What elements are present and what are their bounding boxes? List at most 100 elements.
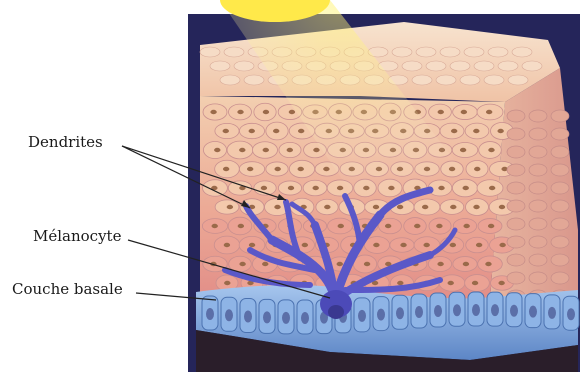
keratinocyte-nucleus bbox=[247, 167, 253, 171]
surface-cell bbox=[440, 47, 460, 57]
side-cell bbox=[551, 218, 569, 230]
surface-cell bbox=[508, 75, 528, 85]
side-cell bbox=[529, 128, 547, 140]
side-cell bbox=[551, 128, 569, 140]
basal-nucleus bbox=[301, 312, 309, 324]
keratinocyte-nucleus bbox=[261, 186, 267, 190]
keratinocyte-nucleus bbox=[212, 224, 218, 228]
keratinocyte-nucleus bbox=[210, 110, 216, 114]
keratinocyte-nucleus bbox=[488, 224, 494, 228]
keratinocyte-nucleus bbox=[400, 243, 406, 247]
surface-cell bbox=[244, 75, 264, 85]
surface-cell bbox=[512, 47, 532, 57]
keratinocyte-nucleus bbox=[263, 148, 269, 152]
keratinocyte-nucleus bbox=[489, 186, 495, 190]
surface-cell bbox=[484, 75, 504, 85]
basal-nucleus bbox=[206, 308, 214, 320]
side-cell bbox=[507, 218, 525, 230]
keratinocyte-nucleus bbox=[438, 110, 444, 114]
keratinocyte-nucleus bbox=[498, 281, 504, 285]
side-cell bbox=[507, 236, 525, 248]
keratinocyte-nucleus bbox=[463, 186, 469, 190]
keratinocyte-nucleus bbox=[227, 205, 233, 209]
label-couche-basale: Couche basale bbox=[12, 280, 123, 298]
basal-nucleus bbox=[472, 304, 480, 316]
side-cell bbox=[551, 164, 569, 176]
keratinocyte-nucleus bbox=[249, 243, 255, 247]
surface-cell bbox=[498, 61, 518, 71]
keratinocyte-nucleus bbox=[474, 167, 480, 171]
keratinocyte-nucleus bbox=[423, 243, 429, 247]
keratinocyte-nucleus bbox=[237, 110, 243, 114]
keratinocyte-nucleus bbox=[473, 205, 479, 209]
surface-cell bbox=[234, 61, 254, 71]
surface-cell bbox=[416, 47, 436, 57]
keratinocyte-nucleus bbox=[472, 281, 478, 285]
label-melanocyte: Mélanocyte bbox=[33, 227, 121, 245]
keratinocyte-nucleus bbox=[274, 167, 280, 171]
side-cell bbox=[529, 110, 547, 122]
keratinocyte-nucleus bbox=[414, 224, 420, 228]
keratinocyte-nucleus bbox=[287, 148, 293, 152]
surface-cell bbox=[426, 61, 446, 71]
keratinocyte-nucleus bbox=[223, 129, 229, 133]
keratinocyte-nucleus bbox=[224, 281, 230, 285]
keratinocyte-nucleus bbox=[337, 186, 343, 190]
keratinocyte-nucleus bbox=[463, 224, 469, 228]
keratinocyte-nucleus bbox=[463, 262, 469, 266]
keratinocyte-nucleus bbox=[302, 243, 308, 247]
keratinocyte-nucleus bbox=[451, 129, 457, 133]
side-cell bbox=[529, 200, 547, 212]
keratinocyte-nucleus bbox=[485, 262, 491, 266]
keratinocyte-nucleus bbox=[238, 224, 244, 228]
basal-nucleus bbox=[225, 309, 233, 321]
keratinocyte-nucleus bbox=[448, 281, 454, 285]
side-cell bbox=[507, 128, 525, 140]
keratinocyte-nucleus bbox=[298, 129, 304, 133]
keratinocyte-nucleus bbox=[486, 110, 492, 114]
keratinocyte-nucleus bbox=[397, 281, 403, 285]
basal-nucleus bbox=[434, 305, 442, 317]
keratinocyte-nucleus bbox=[263, 110, 269, 114]
side-cell bbox=[529, 236, 547, 248]
keratinocyte-nucleus bbox=[298, 167, 304, 171]
keratinocyte-nucleus bbox=[239, 148, 245, 152]
side-cell bbox=[551, 236, 569, 248]
keratinocyte-nucleus bbox=[312, 186, 318, 190]
side-cell bbox=[529, 164, 547, 176]
basal-nucleus bbox=[377, 309, 385, 321]
keratinocyte-nucleus bbox=[274, 205, 280, 209]
surface-cell bbox=[522, 61, 542, 71]
keratinocyte-nucleus bbox=[450, 243, 456, 247]
side-cell bbox=[507, 272, 525, 284]
keratinocyte-nucleus bbox=[288, 186, 294, 190]
side-cell bbox=[529, 182, 547, 194]
keratinocyte-nucleus bbox=[476, 243, 482, 247]
keratinocyte-nucleus bbox=[460, 148, 466, 152]
keratinocyte-nucleus bbox=[223, 167, 229, 171]
basal-nucleus bbox=[453, 304, 461, 316]
keratinocyte-nucleus bbox=[214, 148, 220, 152]
basal-nucleus bbox=[491, 304, 499, 316]
side-cell bbox=[507, 164, 525, 176]
keratinocyte-nucleus bbox=[224, 243, 230, 247]
keratinocyte-nucleus bbox=[324, 205, 330, 209]
surface-cell bbox=[392, 47, 412, 57]
basal-nucleus bbox=[415, 306, 423, 318]
melanocyte-nucleus bbox=[328, 305, 344, 319]
basal-nucleus bbox=[396, 307, 404, 319]
side-cell bbox=[507, 254, 525, 266]
keratinocyte-nucleus bbox=[473, 129, 479, 133]
label-dendrites: Dendrites bbox=[28, 133, 103, 151]
keratinocyte-nucleus bbox=[364, 262, 370, 266]
side-cell bbox=[551, 146, 569, 158]
side-cell bbox=[507, 110, 525, 122]
keratinocyte-nucleus bbox=[262, 262, 268, 266]
basal-nucleus bbox=[282, 312, 290, 324]
side-cell bbox=[529, 218, 547, 230]
side-cell bbox=[529, 254, 547, 266]
side-cell bbox=[529, 146, 547, 158]
surface-cell bbox=[402, 61, 422, 71]
side-cell bbox=[551, 182, 569, 194]
